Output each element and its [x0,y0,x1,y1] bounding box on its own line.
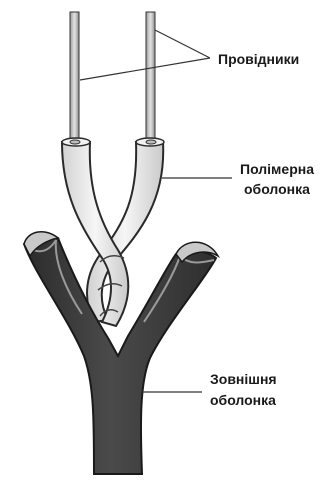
conductor-right [146,12,155,144]
label-outer-sheath-line1: Зовнішня [210,371,277,387]
label-conductors: Провідники [218,51,299,67]
label-outer-sheath-line2: оболонка [210,392,276,408]
label-polymer-sheath-line1: Полімерна [240,161,314,177]
leader-conductors [80,30,210,80]
label-polymer-sheath-line2: оболонка [244,181,310,197]
conductor-left [70,12,79,144]
